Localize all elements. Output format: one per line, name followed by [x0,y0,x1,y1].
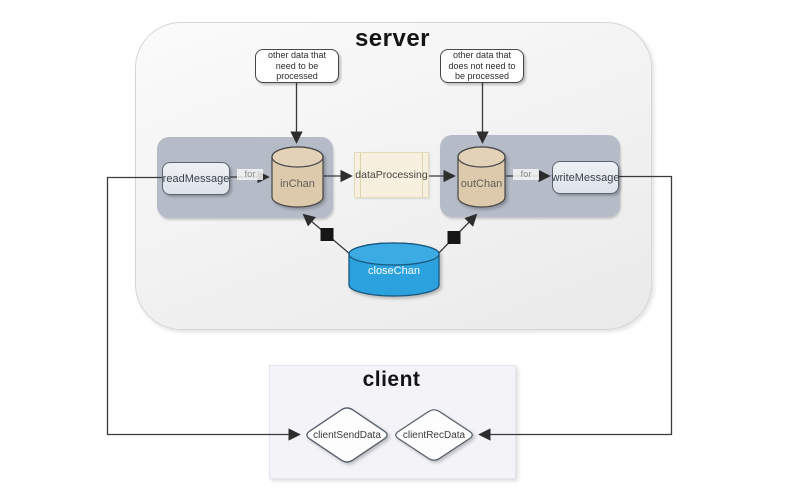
node-outchan-cylinder[interactable]: outChan [457,146,506,208]
inchan-label: inChan [280,178,315,190]
cylinder-shape [348,242,440,297]
closechan-label: closeChan [368,265,420,277]
close-edge-square-marker-right [447,231,461,244]
diamond-shape [395,409,473,461]
node-clientrecdata[interactable]: clientRecData [393,408,475,462]
outchan-label: outChan [460,178,503,190]
edge-writemessage-to-clientrecdata [478,175,673,441]
node-dataprocessing[interactable]: dataProcessing [354,152,429,198]
server-title: server [354,25,431,52]
node-readmessage[interactable]: readMessage [162,162,230,195]
client-title: client [362,368,421,391]
node-inchan-cylinder[interactable]: inChan [271,146,324,208]
clientsenddata-label: clientSendData [313,429,381,441]
cylinder-shape [457,146,506,208]
client-container[interactable] [269,365,516,479]
edge-readmessage-to-clientsenddata [106,176,301,441]
node-writemessage[interactable]: writeMessage [552,161,619,194]
clientrecdata-label: clientRecData [402,429,466,441]
note-data-not-to-process[interactable]: other data that does not need to be proc… [440,49,524,83]
note-data-to-process[interactable]: other data that need to be processed [255,49,339,83]
dataprocessing-label: dataProcessing [355,169,428,181]
node-closechan-cylinder[interactable]: closeChan [348,242,440,297]
diamond-shape [306,407,388,463]
cylinder-shape [271,146,324,208]
edge-label-for-left: for [237,169,263,180]
node-clientsenddata[interactable]: clientSendData [304,406,390,464]
edge-label-for-right: for [513,169,539,180]
close-edge-square-marker-left [320,228,334,241]
